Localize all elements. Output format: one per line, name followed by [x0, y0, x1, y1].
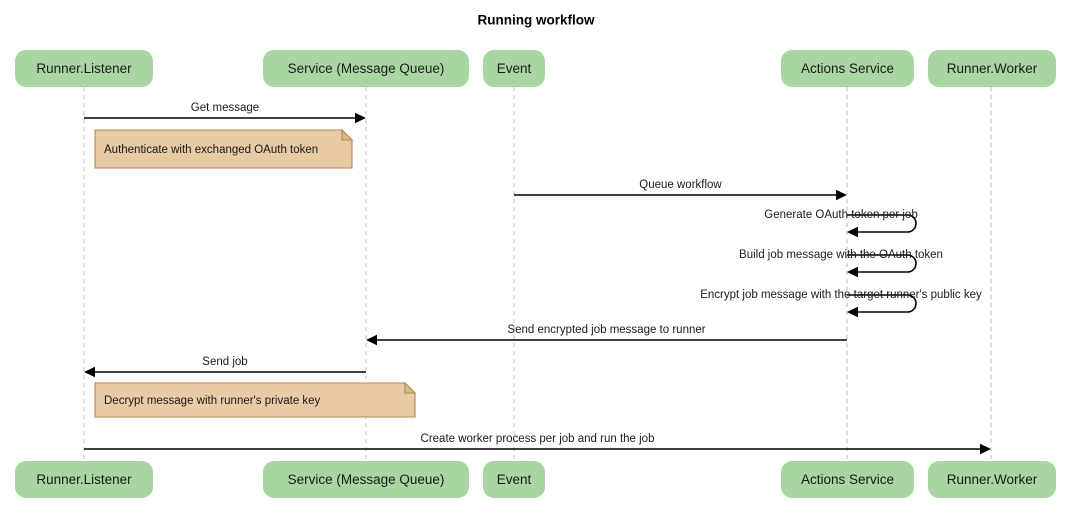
participant-box [928, 461, 1056, 498]
participant-label: Runner.Worker [947, 61, 1038, 76]
message-loop-path [847, 254, 917, 273]
notes-layer: Authenticate with exchanged OAuth tokenD… [94, 128, 417, 418]
participant-event-top[interactable]: Event [483, 50, 545, 87]
message-loop-path [847, 214, 917, 233]
participant-actions-service-top[interactable]: Actions Service [781, 50, 914, 87]
arrow-head [847, 266, 858, 278]
arrow-head [836, 189, 847, 201]
message-send-job[interactable]: Send job [84, 356, 366, 378]
note-label: Decrypt message with runner's private ke… [104, 395, 321, 407]
participant-runner-listener-bottom[interactable]: Runner.Listener [15, 461, 153, 498]
message-label: Generate OAuth token per job [764, 209, 917, 221]
participant-label: Actions Service [801, 61, 894, 76]
participant-label: Runner.Listener [36, 472, 132, 487]
message-queue-workflow[interactable]: Queue workflow [514, 179, 847, 201]
participant-label: Service (Message Queue) [288, 472, 445, 487]
participant-box [483, 461, 545, 498]
message-label: Get message [191, 102, 259, 114]
message-label: Create worker process per job and run th… [421, 433, 655, 445]
message-build-job-message[interactable]: Build job message with the OAuth token [739, 249, 943, 278]
note-decrypt: Decrypt message with runner's private ke… [94, 381, 417, 418]
note-label: Authenticate with exchanged OAuth token [104, 144, 318, 156]
note-authenticate: Authenticate with exchanged OAuth token [94, 128, 354, 169]
participant-label: Actions Service [801, 472, 894, 487]
participant-box [928, 50, 1056, 87]
participant-box [781, 50, 914, 87]
arrow-head [980, 443, 991, 455]
participant-box [781, 461, 914, 498]
page-title: Running workflow [478, 13, 595, 28]
participant-box [15, 50, 153, 87]
participant-label: Runner.Worker [947, 472, 1038, 487]
participant-label: Runner.Listener [36, 61, 132, 76]
message-label: Send encrypted job message to runner [507, 324, 705, 336]
participant-actions-service-bottom[interactable]: Actions Service [781, 461, 914, 498]
arrow-head [355, 112, 366, 124]
arrow-head [847, 226, 858, 238]
participant-box [263, 461, 469, 498]
participant-service-message-queue-bottom[interactable]: Service (Message Queue) [263, 461, 469, 498]
participant-box [263, 50, 469, 87]
message-create-worker-process[interactable]: Create worker process per job and run th… [84, 433, 991, 455]
participant-runner-worker-top[interactable]: Runner.Worker [928, 50, 1056, 87]
participant-label: Service (Message Queue) [288, 61, 445, 76]
participant-service-message-queue-top[interactable]: Service (Message Queue) [263, 50, 469, 87]
arrow-head [84, 366, 95, 378]
participant-box [15, 461, 153, 498]
participant-event-bottom[interactable]: Event [483, 461, 545, 498]
message-label: Queue workflow [639, 179, 722, 191]
message-label: Send job [202, 356, 247, 368]
arrow-head [366, 334, 377, 346]
participant-label: Event [497, 61, 532, 76]
message-loop-path [847, 294, 917, 313]
note-body [94, 382, 416, 418]
message-encrypt-job-message[interactable]: Encrypt job message with the target runn… [700, 289, 982, 318]
participant-box [483, 50, 545, 87]
message-send-encrypted-job[interactable]: Send encrypted job message to runner [366, 324, 847, 346]
participant-runner-worker-bottom[interactable]: Runner.Worker [928, 461, 1056, 498]
message-label: Encrypt job message with the target runn… [700, 289, 982, 301]
participant-label: Event [497, 472, 532, 487]
note-body [94, 129, 353, 169]
lifelines-layer [83, 87, 992, 461]
message-get-message[interactable]: Get message [84, 102, 366, 124]
note-fold-corner-icon [341, 128, 354, 141]
message-generate-oauth-token[interactable]: Generate OAuth token per job [764, 209, 918, 238]
participant-runner-listener-top[interactable]: Runner.Listener [15, 50, 153, 87]
note-fold-corner-icon [404, 381, 417, 394]
arrow-head [847, 306, 858, 318]
message-label: Build job message with the OAuth token [739, 249, 943, 261]
